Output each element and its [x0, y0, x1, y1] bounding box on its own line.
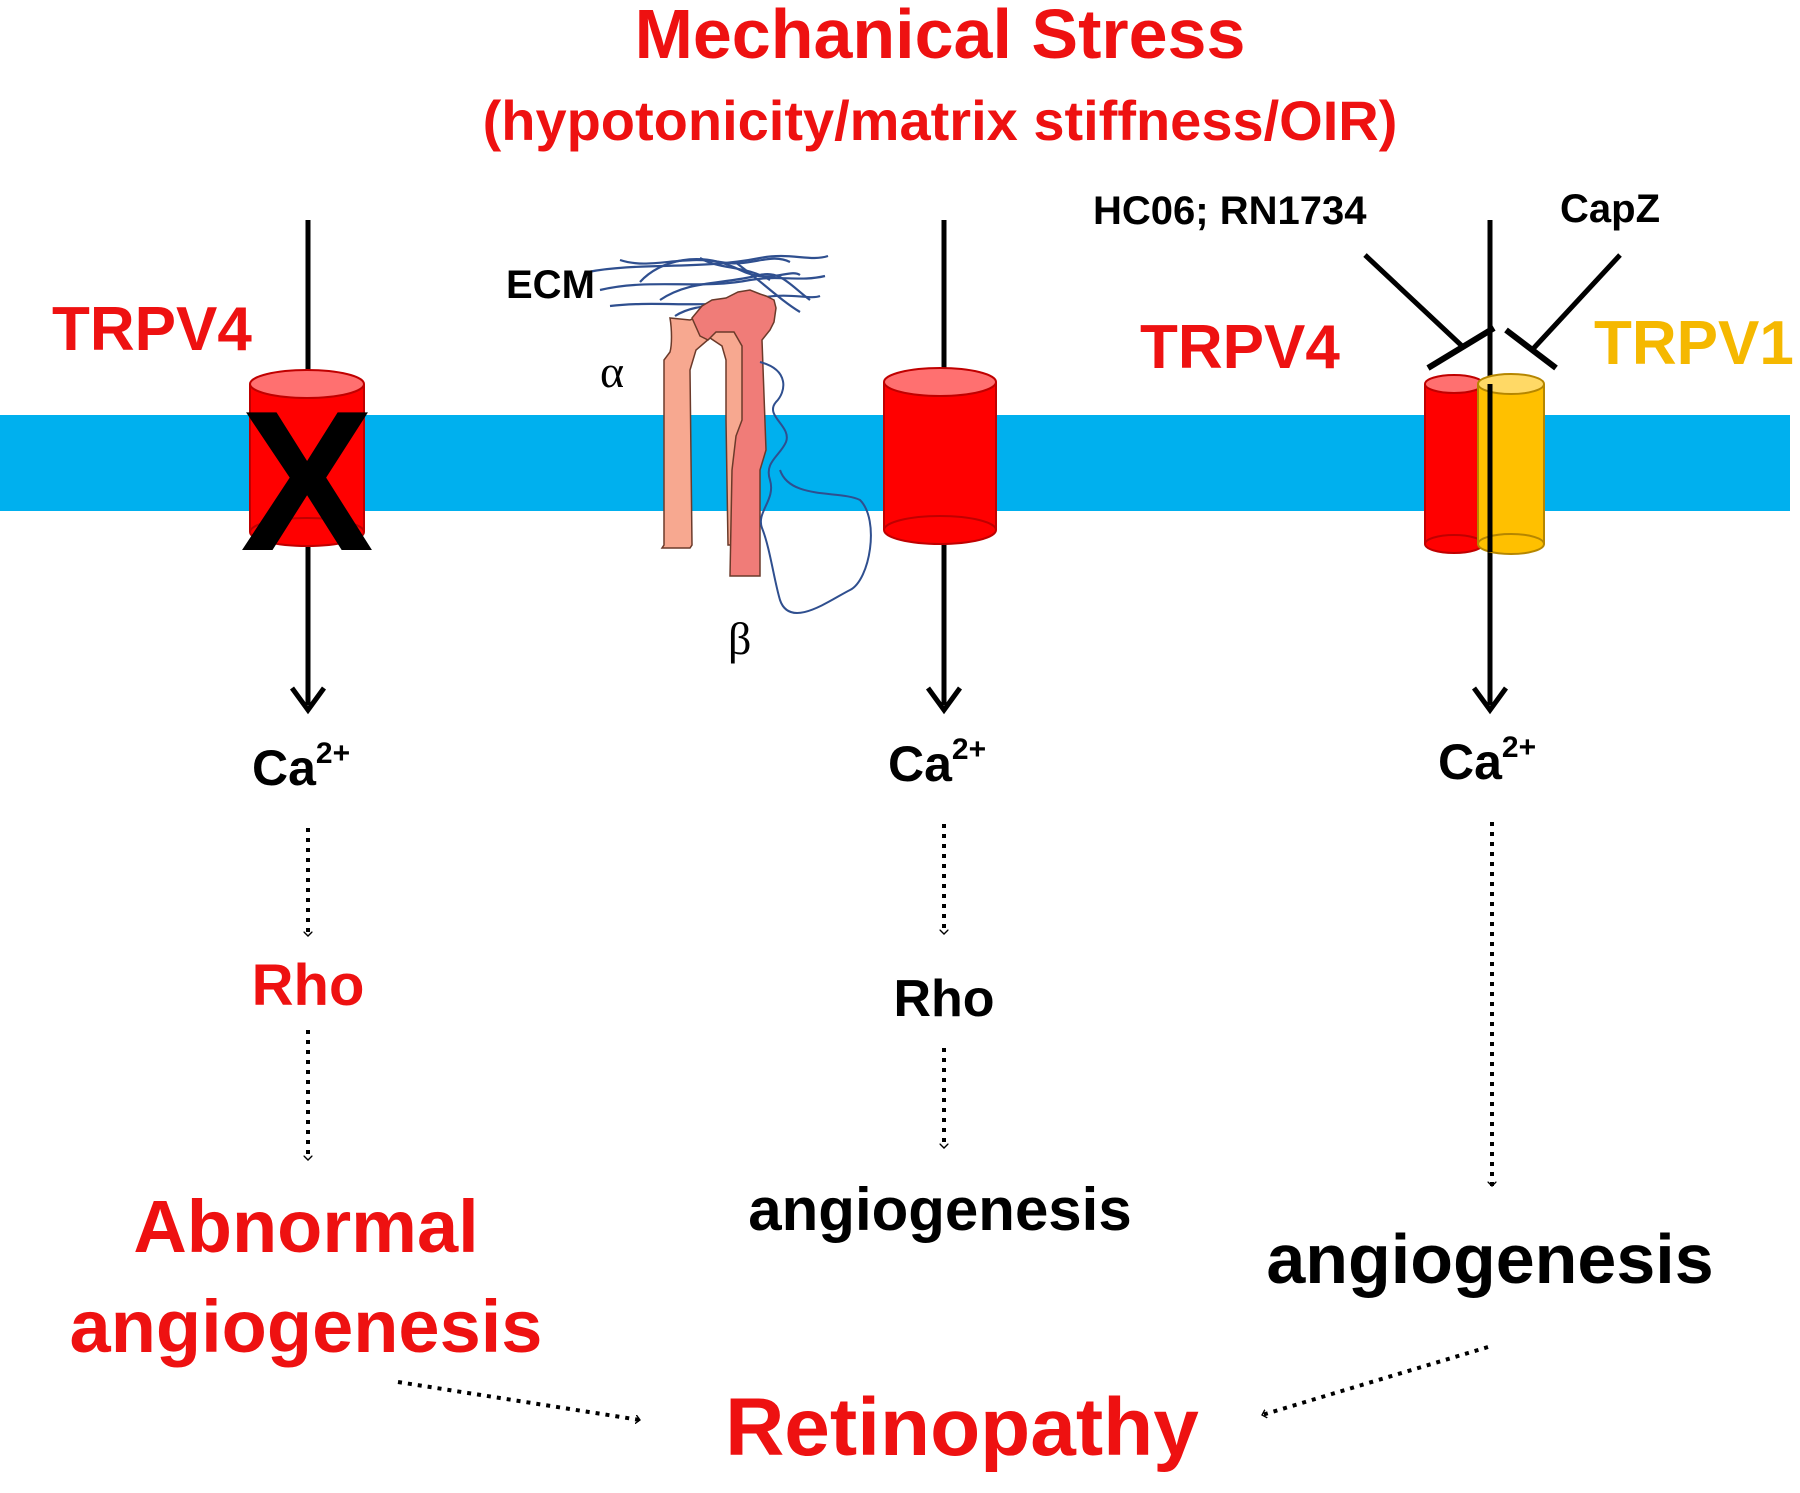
inhibitor-capz: CapZ — [1560, 187, 1660, 231]
alpha-label: α — [600, 346, 624, 397]
ecm-fibers — [587, 254, 829, 317]
inhibition-line-left — [1363, 253, 1464, 348]
dotted-arrow-right-to-retinopathy — [1262, 1345, 1489, 1415]
calcium-right: Ca2+ — [1438, 731, 1536, 790]
trpv4-channel-left — [249, 369, 365, 547]
blocked-x-mark: X — [240, 370, 373, 593]
trpv4-channel-middle — [883, 367, 997, 545]
stress-arrowhead-right — [1471, 686, 1509, 715]
trpv1-label: TRPV1 — [1594, 309, 1794, 378]
right-panel: HC06; RN1734 CapZ TRPV4 TRPV1 Ca2+ an — [1093, 187, 1794, 1298]
title: Mechanical Stress — [635, 0, 1246, 73]
angiogenesis-middle: angiogenesis — [748, 1176, 1131, 1243]
beta-label: β — [728, 613, 751, 664]
trpv4-label-right: TRPV4 — [1140, 313, 1340, 382]
dotted-arrow-left-to-retinopathy — [397, 1380, 640, 1420]
integrin-beta — [691, 289, 777, 577]
middle-panel: ECM α β Ca2+ Rho angiogenesis — [506, 220, 1132, 1243]
inhibitor-hc06-rn1734: HC06; RN1734 — [1093, 189, 1367, 233]
retinopathy-label: Retinopathy — [725, 1382, 1199, 1473]
left-panel: TRPV4 X Ca2+ Rho Abnormal angiogenesis — [52, 220, 542, 1368]
abnormal-angiogenesis-label: angiogenesis — [70, 1285, 543, 1368]
subtitle: (hypotonicity/matrix stiffness/OIR) — [483, 89, 1398, 152]
calcium-left: Ca2+ — [252, 737, 350, 796]
trpv4-channel-right — [1424, 374, 1484, 554]
inhibition-bar-left — [1426, 325, 1496, 371]
inhibition-bar-right — [1504, 327, 1558, 371]
trpv4-label-left: TRPV4 — [52, 295, 252, 364]
angiogenesis-right: angiogenesis — [1266, 1220, 1713, 1298]
stress-arrowhead-middle — [925, 686, 963, 715]
calcium-middle: Ca2+ — [888, 733, 986, 792]
rho-middle: Rho — [893, 970, 994, 1028]
abnormal-label: Abnormal — [133, 1185, 478, 1268]
ecm-label: ECM — [506, 263, 595, 307]
inhibition-line-right — [1530, 253, 1622, 352]
rho-left: Rho — [252, 953, 365, 1018]
stress-arrowhead-left — [289, 686, 327, 715]
integrin-tail — [759, 361, 872, 614]
